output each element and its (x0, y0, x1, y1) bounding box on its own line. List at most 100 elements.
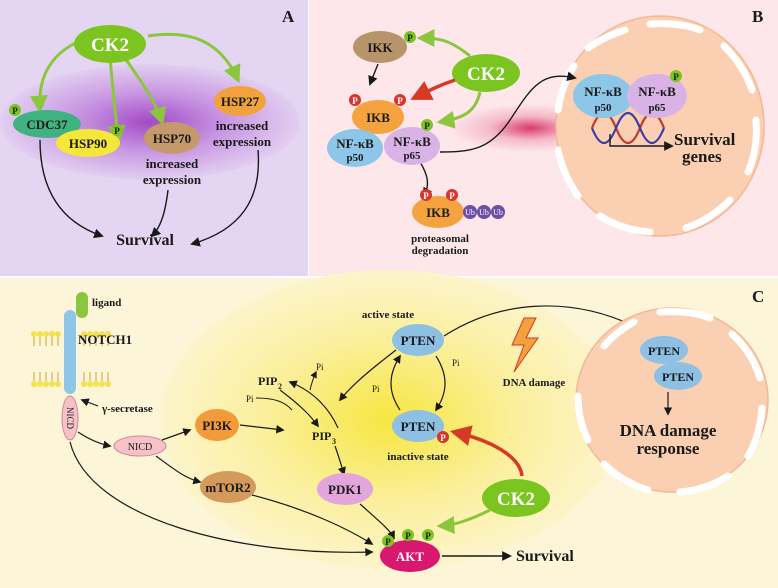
phospho-akt-3 (422, 529, 434, 541)
ligand-label: ligand (92, 297, 121, 309)
phospho-ikb-1 (349, 94, 361, 106)
svg-text:P: P (673, 72, 679, 82)
svg-text:p65: p65 (403, 150, 421, 162)
svg-text:genes: genes (682, 147, 722, 166)
svg-text:expression: expression (143, 172, 202, 187)
ikk-node (353, 31, 407, 63)
survival-genes-label: Survival (674, 130, 736, 149)
pten-inactive (392, 410, 444, 442)
notch1-label: NOTCH1 (78, 332, 132, 347)
svg-text:P: P (352, 96, 358, 106)
hsp90-node (56, 129, 120, 157)
nicd-free (113, 435, 167, 457)
svg-text:expression: expression (213, 134, 272, 149)
svg-text:IKB: IKB (426, 205, 450, 220)
pip3-label: PIP (312, 429, 331, 443)
svg-text:P: P (440, 433, 446, 443)
ck2-label: CK2 (91, 35, 129, 56)
svg-text:Ub: Ub (479, 208, 489, 217)
hsp27-node (214, 86, 266, 116)
active-state-label: active state (362, 309, 414, 321)
ubiquitin-1 (463, 205, 477, 219)
svg-text:NF-κB: NF-κB (393, 134, 431, 149)
phospho-pten (437, 431, 449, 443)
svg-text:Pi: Pi (372, 384, 380, 394)
ck2-node-b (452, 54, 520, 92)
svg-text:response: response (637, 439, 700, 458)
svg-text:P: P (405, 531, 411, 541)
nicd-membrane (61, 395, 79, 441)
svg-text:P: P (425, 531, 431, 541)
svg-text:P: P (424, 121, 430, 131)
svg-text:P: P (114, 126, 120, 136)
svg-text:NF-κB: NF-κB (336, 136, 374, 151)
svg-text:AKT: AKT (396, 549, 425, 564)
svg-text:2: 2 (278, 382, 282, 391)
pi3k-node (195, 409, 239, 441)
svg-text:PTEN: PTEN (401, 419, 436, 434)
pip2-label: PIP (258, 374, 277, 388)
svg-text:PTEN: PTEN (648, 344, 680, 358)
phospho-hsp90 (111, 124, 123, 136)
phospho-akt-1 (382, 535, 394, 547)
nfkb-p65 (384, 127, 440, 165)
svg-text:Pi: Pi (452, 358, 460, 368)
svg-text:PI3K: PI3K (202, 418, 233, 433)
hsp27-label: HSP27 (221, 94, 260, 109)
cdc37-label: CDC37 (26, 117, 68, 132)
svg-text:p50: p50 (346, 152, 364, 164)
svg-text:P: P (423, 191, 429, 201)
panel-a: A CK2 CDC37 P HSP90 P HSP70 increased ex… (0, 0, 308, 276)
svg-text:p50: p50 (594, 102, 612, 114)
svg-text:PTEN: PTEN (401, 333, 436, 348)
svg-text:Ub: Ub (465, 208, 475, 217)
phospho-ikb-2 (394, 94, 406, 106)
svg-text:Ub: Ub (493, 208, 503, 217)
svg-text:NF-κB: NF-κB (584, 84, 622, 99)
svg-text:PDK1: PDK1 (328, 482, 362, 497)
svg-text:increased: increased (216, 118, 269, 133)
notch1-receptor (64, 310, 76, 394)
svg-text:P: P (385, 537, 391, 547)
svg-text:P: P (397, 96, 403, 106)
ck2-node-c (482, 479, 550, 517)
phospho-p65 (421, 119, 433, 131)
survival-label-a: Survival (116, 232, 174, 249)
svg-text:CK2: CK2 (467, 64, 505, 85)
ikb-node (352, 100, 404, 134)
svg-text:PTEN: PTEN (662, 370, 694, 384)
hsp70-label: HSP70 (153, 131, 191, 146)
nfkb-p65-nuclear (627, 74, 687, 118)
nucleus-b (555, 15, 765, 237)
panel-b-label: B (752, 7, 763, 26)
svg-text:CK2: CK2 (497, 489, 535, 510)
ikk-label: IKK (367, 40, 393, 55)
svg-text:degradation: degradation (412, 245, 469, 257)
survival-label-c: Survival (516, 548, 574, 565)
svg-text:NICD: NICD (128, 442, 152, 453)
ikb-degraded (412, 196, 464, 228)
inactive-state-label: inactive state (387, 451, 449, 463)
nfkb-p50 (327, 129, 383, 167)
phospho-cdc37 (9, 104, 21, 116)
ligand-shape (76, 292, 88, 318)
svg-text:p65: p65 (648, 102, 666, 114)
svg-text:3: 3 (332, 437, 336, 446)
dna-damage-response-label: DNA damage (620, 421, 717, 440)
panel-a-label: A (282, 7, 295, 26)
svg-text:NF-κB: NF-κB (638, 84, 676, 99)
svg-text:NICD: NICD (65, 407, 75, 429)
panel-b: B Survival genes NF-κB p50 NF-κB p65 P I… (309, 0, 778, 276)
cell-membrane (33, 336, 109, 382)
phospho-ikk (404, 31, 416, 43)
panel-c: C ligand NOTCH1 NICD γ-secretase NICD PI… (0, 270, 778, 588)
pten-active (392, 324, 444, 356)
phospho-p65-nuclear (670, 70, 682, 82)
ikb-label: IKB (366, 110, 390, 125)
degradation-label: proteasomal (411, 233, 469, 245)
nfkb-p50-nuclear (573, 74, 633, 118)
svg-text:increased: increased (146, 156, 199, 171)
hsp70-node (144, 122, 200, 154)
